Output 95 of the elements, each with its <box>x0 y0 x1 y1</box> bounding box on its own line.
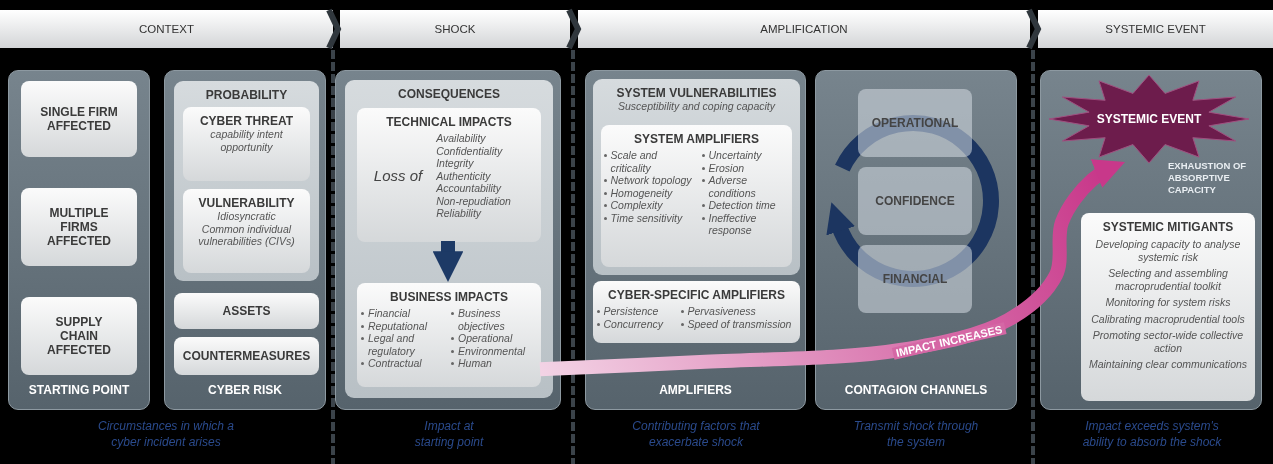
card <box>21 188 137 266</box>
panel-title: CONTAGION CHANNELS <box>844 383 988 397</box>
bullet-item: Human <box>450 357 492 370</box>
bullet-item: Pervasiveness <box>679 305 756 318</box>
item-text: Developing capacity to analyse systemic risk <box>1094 238 1242 263</box>
item-text: Calibrating macroprudential tools <box>1091 312 1245 325</box>
bullet-item: Contractual <box>360 357 422 370</box>
card-title: CYBER THREAT <box>199 114 294 128</box>
bullet-item: Erosion <box>700 161 745 174</box>
channel-box <box>858 167 972 235</box>
stage-label: AMPLIFICATION <box>760 23 848 35</box>
caption: Contributing factors that exacerbate shock <box>631 418 761 450</box>
event-label: SYSTEMIC EVENT <box>1096 112 1202 126</box>
panel-title: AMPLIFIERS <box>659 383 732 397</box>
item-text: Maintaining clear communications <box>1088 358 1248 371</box>
card <box>593 281 800 343</box>
stage-label: SHOCK <box>434 23 476 35</box>
stage-label: CONTEXT <box>139 23 194 35</box>
bullet-item: Scale and criticality <box>602 149 695 174</box>
card-title: BUSINESS IMPACTS <box>390 290 508 304</box>
caption: Circumstances in which a cyber incident arises <box>96 418 236 450</box>
stage-band-segment <box>0 10 333 48</box>
bullet-item: Business objectives <box>450 307 538 332</box>
caption: Transmit shock through the system <box>852 418 980 450</box>
bullet-item: Network topology <box>602 174 692 187</box>
item-text: Idiosyncratic <box>217 210 276 223</box>
card <box>183 189 310 273</box>
caption: Impact at starting point <box>413 418 485 450</box>
card <box>357 283 541 387</box>
bullet-item: Environmental <box>450 344 526 357</box>
item-list: Availability Confidentiality Integrity Authenticity Accountability Non-repudiation Reliability <box>436 132 525 220</box>
lead-text: Loss of <box>373 167 423 185</box>
card-title: SYSTEM VULNERABILITIES <box>616 86 777 100</box>
card-title: COUNTERMEASURES <box>182 349 311 363</box>
card-title: SYSTEMIC MITIGANTS <box>1102 220 1234 234</box>
channel-label: FINANCIAL <box>882 272 948 286</box>
channel-label: CONFIDENCE <box>875 194 955 208</box>
stage-panel <box>1040 70 1262 410</box>
bullet-item: Financial <box>360 307 411 320</box>
card-title: MULTIPLE FIRMS AFFECTED <box>46 206 112 248</box>
stage-panel <box>164 70 326 410</box>
item-text: Selecting and assembling macroprudential toolkit <box>1107 267 1229 292</box>
bullet-item: Concurrency <box>595 317 664 330</box>
bullet-item: Homogeneity <box>602 186 673 199</box>
channel-label: OPERATIONAL <box>871 116 959 130</box>
stage-band-segment <box>1038 10 1273 48</box>
bullet-item: Adverse conditions <box>700 174 791 199</box>
bullet-item: Persistence <box>595 305 659 318</box>
bullet-item: Legal and regulatory <box>360 332 444 357</box>
card <box>174 293 319 329</box>
bullet-item: Reputational <box>360 319 427 332</box>
panel-title: CYBER RISK <box>208 383 282 397</box>
bullet-item: Complexity <box>602 199 663 212</box>
bullet-item: Time sensitivity <box>602 211 683 224</box>
group-panel <box>174 81 319 281</box>
item-text: Monitoring for system risks <box>1105 296 1231 309</box>
card <box>357 108 541 242</box>
stage-band-segment <box>578 10 1030 48</box>
card-title: SUPPLY CHAIN AFFECTED <box>46 315 112 357</box>
card-title: CONSEQUENCES <box>398 87 500 101</box>
item-text: capability intent opportunity <box>209 128 284 153</box>
card-title: PROBABILITY <box>205 88 288 102</box>
stage-panel <box>8 70 150 410</box>
card <box>21 81 137 157</box>
bullet-item: Operational <box>450 332 513 345</box>
stage-band-segment <box>340 10 570 48</box>
card-title: TECHNICAL IMPACTS <box>386 115 512 129</box>
stage-label: SYSTEMIC EVENT <box>1105 23 1206 35</box>
card-title: SYSTEM AMPLIFIERS <box>634 132 759 146</box>
card <box>601 125 792 267</box>
caption: Impact exceeds system's ability to absorb the shock <box>1081 418 1223 450</box>
card <box>1081 213 1255 401</box>
stage-panel <box>815 70 1017 410</box>
group-panel <box>593 79 800 275</box>
item-text: Common individual vulnerabilities (CIVs) <box>197 222 296 248</box>
bullet-item: Detection time <box>700 199 776 212</box>
card-title: VULNERABILITY <box>198 196 295 210</box>
arrow <box>432 241 464 282</box>
item-text: Promoting sector-wide collective action <box>1091 329 1245 354</box>
channel-box <box>858 89 972 157</box>
panel-title: STARTING POINT <box>28 383 130 397</box>
channel-box <box>858 245 972 313</box>
bullet-item: Speed of transmission <box>679 317 792 330</box>
card-title: CYBER-SPECIFIC AMPLIFIERS <box>608 288 785 302</box>
card-title: SINGLE FIRM AFFECTED <box>39 105 119 133</box>
item-text: Susceptibility and coping capacity <box>618 100 775 113</box>
card <box>183 107 310 181</box>
bullet-item: Uncertainty <box>700 149 762 162</box>
card <box>174 337 319 375</box>
card-title: ASSETS <box>222 304 271 318</box>
card <box>21 297 137 375</box>
starburst <box>1049 75 1249 163</box>
note-text: EXHAUSTION OF ABSORPTIVE CAPACITY <box>1168 160 1248 196</box>
stage-panel <box>585 70 806 410</box>
bullet-item: Ineffective response <box>700 211 791 237</box>
